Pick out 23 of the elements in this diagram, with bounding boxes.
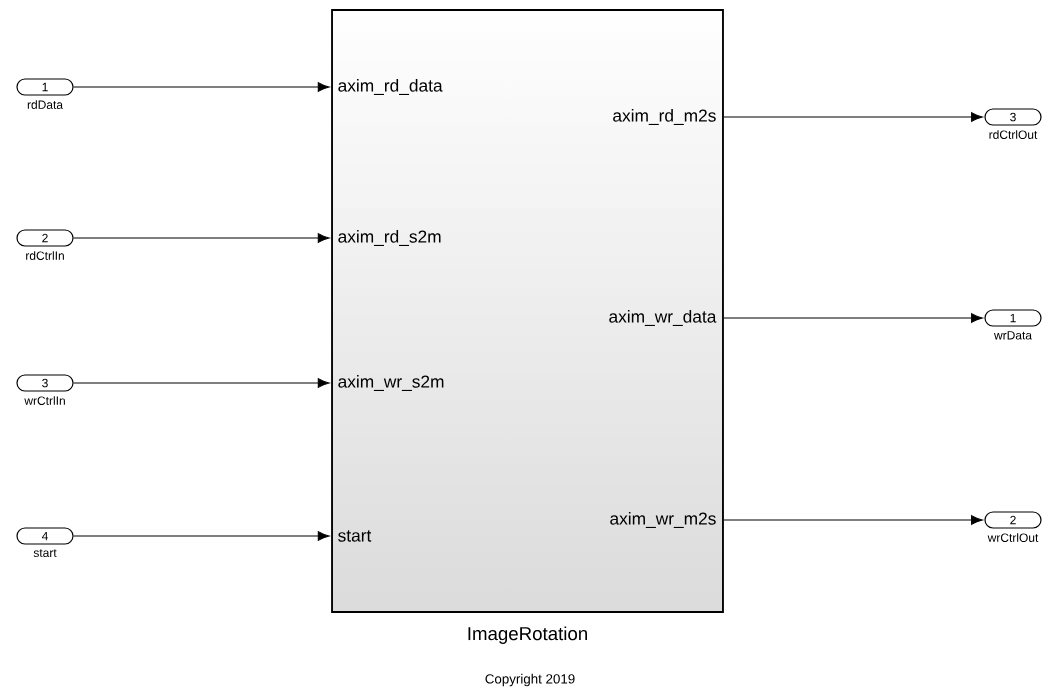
- block-name: ImageRotation: [468, 626, 587, 644]
- caption: Copyright 2019: [485, 673, 575, 687]
- port-name: start: [33, 549, 57, 558]
- signal-arrow: [723, 313, 983, 323]
- port-name: wrData: [994, 331, 1032, 340]
- signal-arrow: [73, 233, 330, 243]
- port-name: rdData: [27, 100, 63, 109]
- port-label: axim_wr_m2s: [610, 512, 716, 528]
- port-name: rdCtrlIn: [26, 251, 64, 260]
- port-name: rdCtrlOut: [989, 130, 1038, 139]
- signal-arrow: [73, 531, 330, 541]
- signal-arrow: [73, 82, 330, 92]
- port-name: wrCtrlIn: [24, 396, 65, 405]
- port-label: axim_wr_s2m: [338, 375, 444, 391]
- port-label: axim_rd_data: [338, 79, 443, 95]
- port-label: axim_rd_m2s: [613, 109, 716, 125]
- signal-arrow: [73, 378, 330, 388]
- port-label: start: [338, 530, 372, 542]
- port-label: axim_wr_data: [609, 310, 717, 326]
- signal-arrow: [723, 515, 983, 525]
- signal-arrow: [723, 112, 983, 122]
- port-label: axim_rd_s2m: [338, 230, 441, 246]
- port-name: wrCtrlOut: [987, 533, 1039, 542]
